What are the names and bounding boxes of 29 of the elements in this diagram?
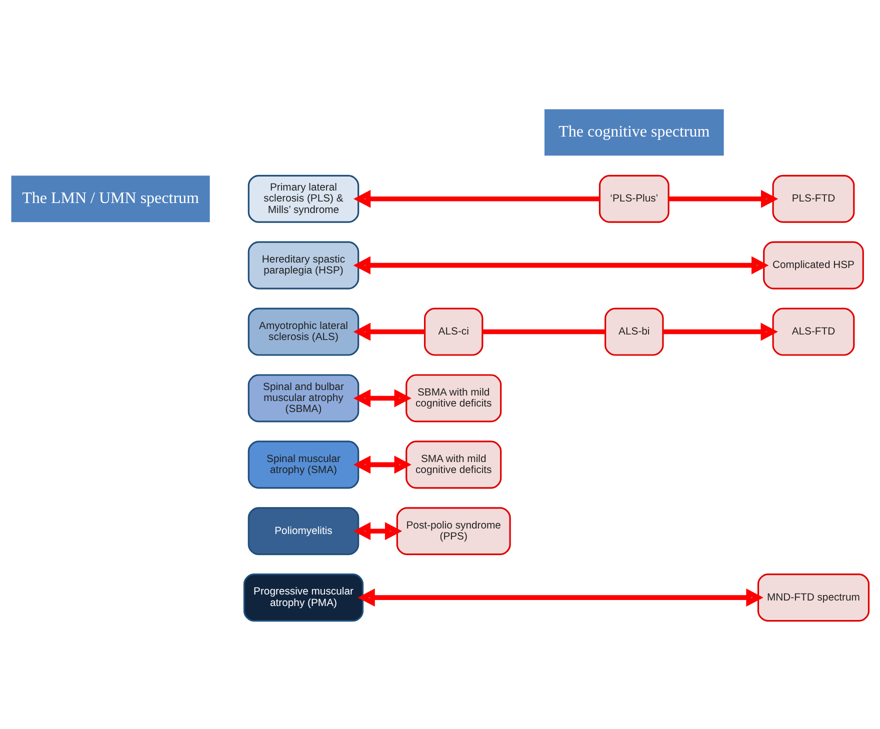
node-box: SMA with mild cognitive deficits xyxy=(406,440,502,488)
node-box: Complicated HSP xyxy=(763,240,864,289)
node-box: ‘PLS-Plus’ xyxy=(598,174,670,222)
node-box: Poliomyelitis xyxy=(248,506,360,555)
arrow xyxy=(663,322,778,340)
node-box: PLS-FTD xyxy=(772,174,855,222)
label: The LMN / UMN spectrum xyxy=(22,189,199,206)
arrow xyxy=(353,455,412,474)
node-box: ALS-bi xyxy=(604,307,664,356)
node-box: Primary lateral sclerosis (PLS) & Mills’ syndrome xyxy=(248,174,360,222)
node-box: SBMA with mild cognitive deficits xyxy=(406,374,502,422)
node-box: Spinal and bulbar muscular atrophy (SBMA) xyxy=(248,374,360,422)
node-box: ALS-ci xyxy=(424,307,484,356)
arrow xyxy=(358,588,764,606)
node-box: Post-polio syndrome (PPS) xyxy=(396,506,511,555)
arrow xyxy=(668,189,778,208)
label: The cognitive spectrum xyxy=(558,122,710,140)
node-box: ALS-FTD xyxy=(772,307,855,356)
arrow xyxy=(353,522,402,540)
node-box: Progressive muscular atrophy (PMA) xyxy=(243,573,364,622)
arrow xyxy=(353,256,769,274)
arrow xyxy=(353,388,412,407)
arrow xyxy=(353,322,425,340)
arrow xyxy=(353,189,600,208)
node-box: Amyotrophic lateral sclerosis (ALS) xyxy=(248,307,360,356)
connector xyxy=(482,328,606,334)
node-box: Spinal muscular atrophy (SMA) xyxy=(248,440,360,488)
node-box: MND-FTD spectrum xyxy=(757,573,870,622)
node-box: Hereditary spastic paraplegia (HSP) xyxy=(248,240,360,289)
